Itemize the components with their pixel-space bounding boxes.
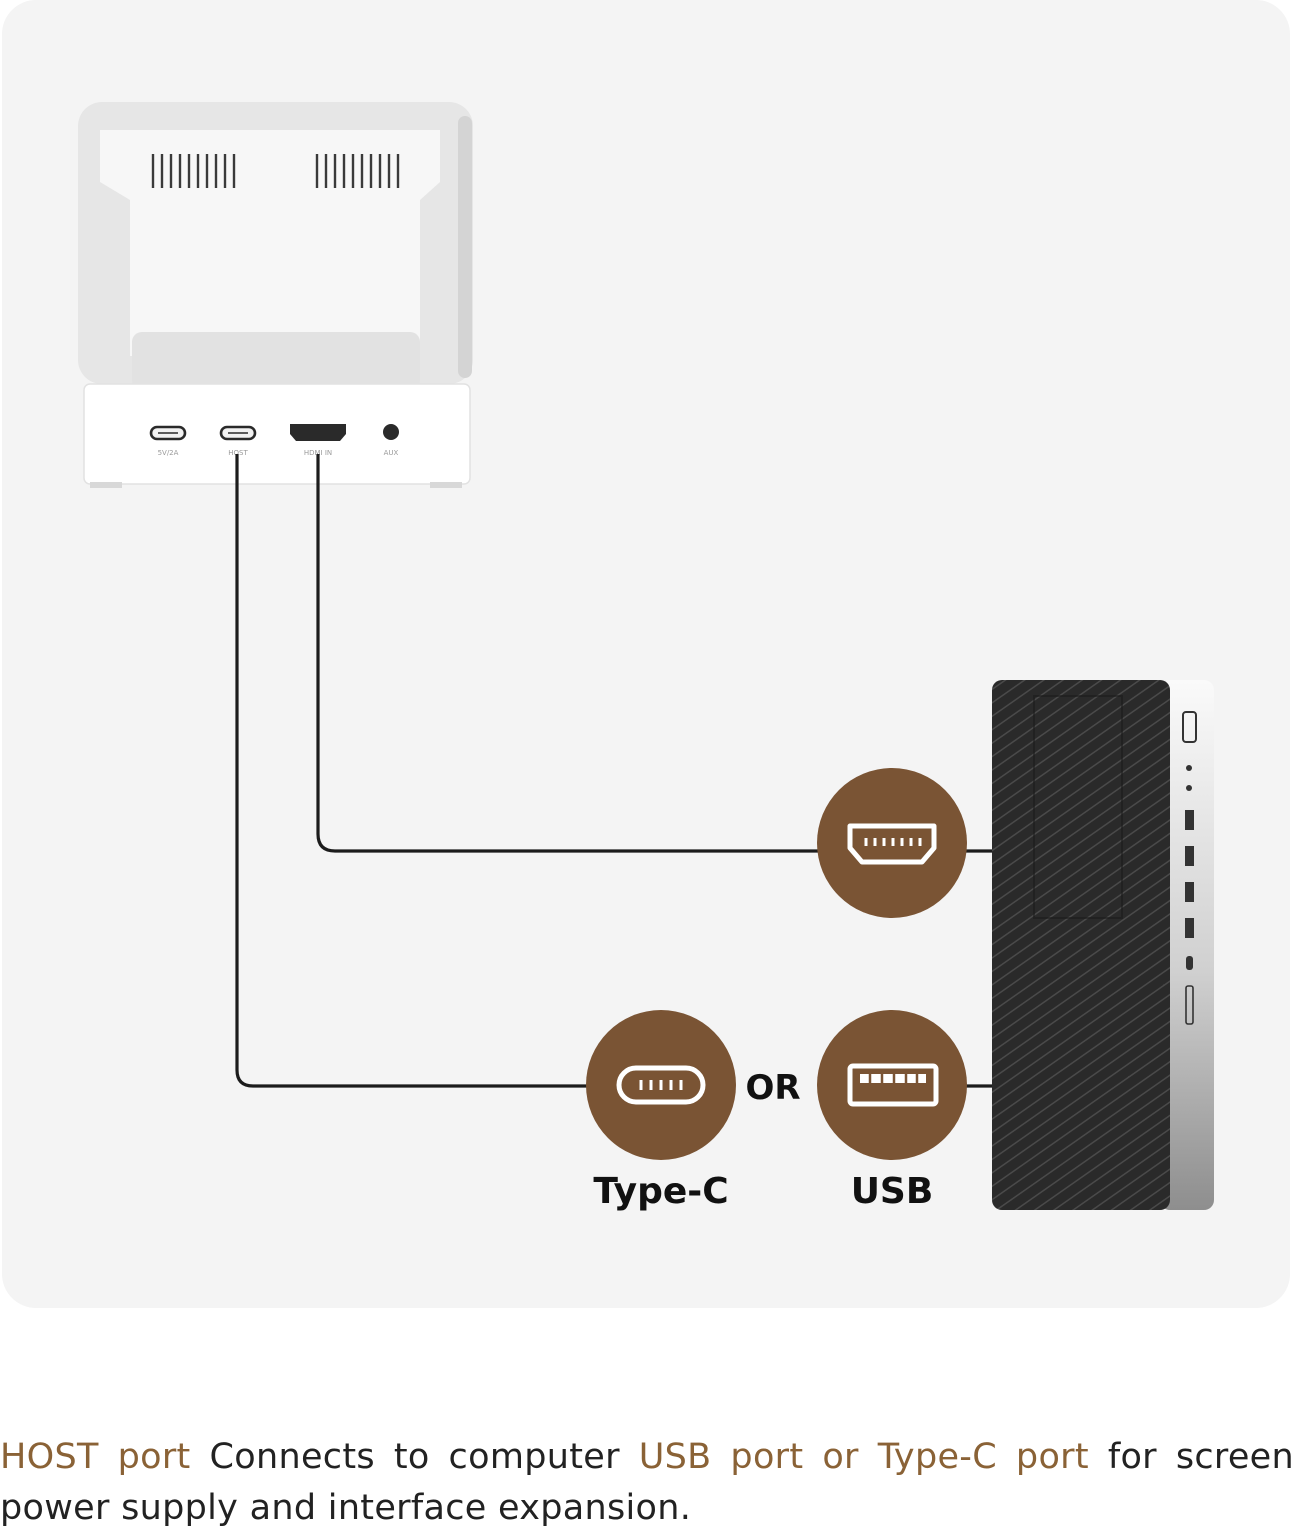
- port-label-5v: 5V/2A: [158, 449, 179, 457]
- screen-stand-neck: [132, 332, 420, 390]
- caption-term: HOST port: [0, 1437, 191, 1477]
- port-label-host: HOST: [228, 449, 248, 457]
- tower-usb-port-icon: [1185, 846, 1194, 866]
- port-aux-icon: [383, 424, 399, 440]
- hdmi-port-icon: [817, 768, 967, 918]
- caption: HOST port Connects to computer USB port …: [0, 1432, 1294, 1534]
- dock-base: [83, 383, 471, 485]
- tower-jack-icon: [1186, 785, 1192, 791]
- tower-power-button-icon: [1182, 711, 1197, 743]
- tower-card-slot-icon: [1185, 985, 1194, 1025]
- computer-tower: [992, 680, 1214, 1210]
- tower-front-panel: [1160, 680, 1214, 1210]
- vent-left-icon: [151, 154, 236, 188]
- hdmi-cable: [316, 454, 822, 853]
- tower-side-vent: [1033, 695, 1123, 919]
- vent-right-icon: [315, 154, 400, 188]
- dock-foot-right: [430, 482, 462, 488]
- or-label: OR: [745, 1068, 800, 1108]
- usb-label: USB: [851, 1171, 934, 1212]
- caption-text-1: Connects to computer: [190, 1437, 639, 1477]
- tower-side-panel: [992, 680, 1170, 1210]
- host-cable: [235, 454, 590, 1088]
- dock-foot-left: [90, 482, 122, 488]
- tower-jack-icon: [1186, 765, 1192, 771]
- tower-type-c-port-icon: [1186, 956, 1193, 970]
- port-hdmi-in-icon: [290, 424, 346, 441]
- port-label-aux: AUX: [384, 449, 399, 457]
- usb-badge: [817, 1010, 967, 1160]
- screen-back-panel: [100, 130, 440, 356]
- tower-usb-port-icon: [1185, 810, 1194, 830]
- type-c-label: Type-C: [593, 1171, 728, 1212]
- tower-usb-port-icon: [1185, 882, 1194, 902]
- screen-device: 5V/2A HOST HDMI IN AUX: [78, 102, 473, 488]
- type-c-port-icon: [586, 1010, 736, 1160]
- screen-side-shade: [458, 116, 472, 378]
- usb-port-icon: [817, 1010, 967, 1160]
- connection-diagram: 5V/2A HOST HDMI IN AUX: [78, 102, 1214, 1212]
- port-label-hdmi: HDMI IN: [304, 449, 332, 457]
- caption-highlight: USB port or Type-C port: [638, 1437, 1089, 1477]
- tower-usb-port-icon: [1185, 918, 1194, 938]
